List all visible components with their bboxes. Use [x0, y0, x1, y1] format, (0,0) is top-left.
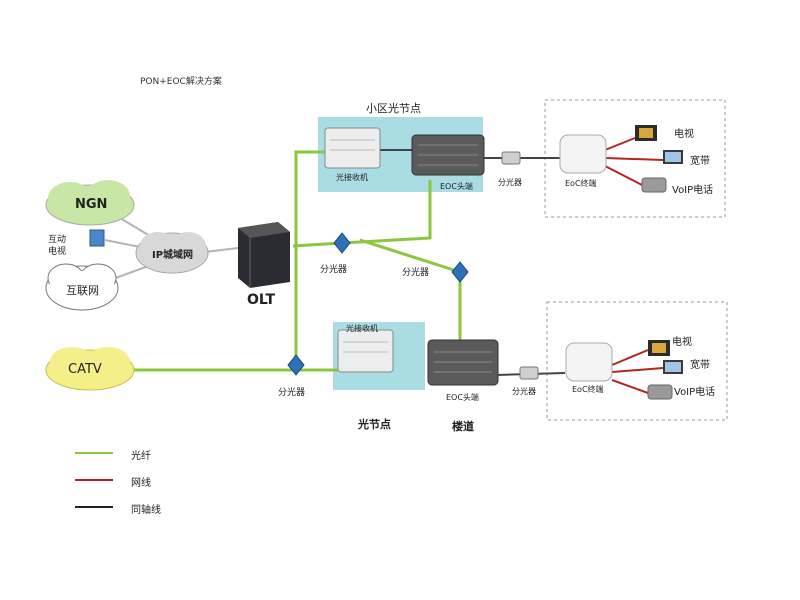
splitter-label-1: 分光器 [320, 265, 348, 275]
broadband-label-top: 宽带 [690, 156, 710, 167]
iptv-label-line1: 互动 [48, 235, 67, 245]
catv-cloud [45, 347, 135, 391]
iptv-icon [89, 229, 105, 247]
ip-network-cloud [135, 232, 209, 274]
pc-icon-bottom [663, 360, 683, 374]
optical-receiver-bottom-icon [337, 329, 394, 373]
tv-label-bottom: 电视 [672, 337, 692, 348]
tv-label-top: 电视 [674, 129, 694, 140]
eoc-head-top-icon [411, 134, 485, 176]
splitter-label-3: 分光器 [278, 388, 306, 398]
network-lines [604, 137, 664, 394]
legend-network-label: 网线 [131, 478, 151, 489]
eoc-head-bottom-icon [427, 339, 499, 386]
phone-icon-top [641, 177, 667, 193]
catv-label: CATV [68, 362, 102, 377]
ip-network-label: IP城域网 [152, 250, 194, 261]
legend-fiber-label: 光纤 [131, 451, 151, 462]
user-premises-box-bottom [546, 301, 728, 421]
coax-splitter-top-label: 分光器 [498, 178, 522, 187]
optical-node-label: 光节点 [358, 418, 391, 431]
ngn-cloud [45, 180, 135, 226]
optical-receiver-top-icon [324, 127, 381, 169]
voip-label-top: VoIP电话 [672, 185, 714, 196]
community-node-title: 小区光节点 [366, 102, 421, 115]
internet-cloud [45, 263, 119, 311]
pc-icon-top [663, 150, 683, 164]
diagram-title: PON+EOC解决方案 [140, 77, 222, 87]
phone-icon-bottom [647, 384, 673, 400]
tv-icon-bottom [648, 340, 670, 356]
fiber-lines [130, 150, 462, 372]
optical-receiver-bottom-label: 光接收机 [346, 324, 378, 333]
olt-label: OLT [247, 292, 276, 308]
internet-label: 互联网 [66, 284, 99, 297]
eoc-head-top-label: EOC头端 [440, 182, 473, 191]
eoc-terminal-bottom-icon [565, 342, 613, 382]
voip-label-bottom: VoIP电话 [674, 387, 716, 398]
broadband-label-bottom: 宽带 [690, 360, 710, 371]
olt-icon [238, 222, 290, 288]
tv-icon-top [635, 125, 657, 141]
eoc-terminal-top-icon [559, 134, 607, 174]
legend-coax-label: 同轴线 [131, 505, 161, 516]
building-label: 楼道 [452, 420, 474, 433]
eoc-head-bottom-label: EOC头端 [446, 393, 479, 402]
ngn-label: NGN [75, 197, 108, 212]
splitter-icons [287, 232, 469, 376]
coax-splitter-icons [501, 151, 539, 380]
iptv-label-line2: 电视 [48, 247, 67, 257]
coax-splitter-bottom-label: 分光器 [512, 387, 536, 396]
splitter-label-2: 分光器 [402, 268, 430, 278]
optical-receiver-top-label: 光接收机 [336, 173, 368, 182]
eoc-terminal-top-label: EoC终端 [565, 179, 597, 188]
eoc-terminal-bottom-label: EoC终端 [572, 385, 604, 394]
